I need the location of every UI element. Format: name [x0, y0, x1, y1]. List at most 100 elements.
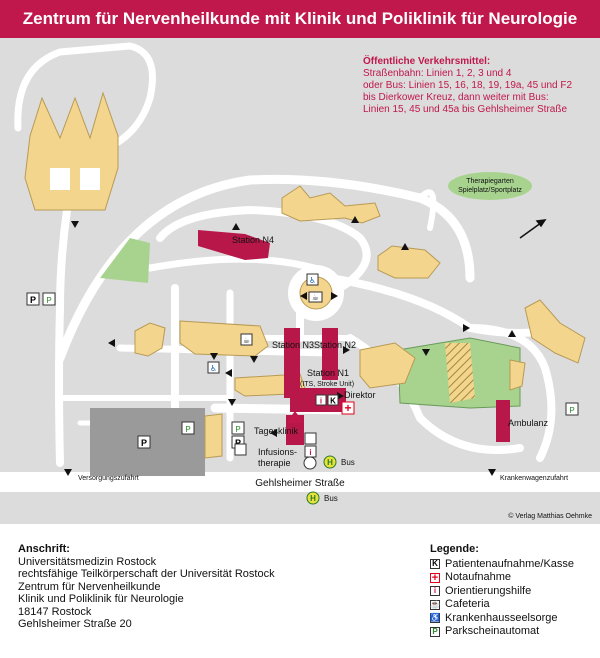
parking-ticket-icon: P: [430, 626, 440, 637]
station-n2-building[interactable]: [322, 328, 338, 380]
parking-ticket-icon: [42, 292, 56, 306]
copyright: © Verlag Matthias Oehmke: [508, 512, 592, 520]
admission-icon: [234, 443, 247, 456]
svg-text:K: K: [330, 397, 336, 406]
arrow-icon: [351, 216, 359, 223]
arrow-icon: [463, 324, 470, 332]
hatched-area: [445, 343, 475, 403]
arrow-icon: [401, 243, 409, 250]
arrow-icon: [225, 369, 232, 377]
page-title: Zentrum für Nervenheilkunde mit Klinik u…: [22, 9, 578, 28]
legend-item: ☕ Cafeteria: [430, 598, 595, 612]
label-station-n3: Station N3: [272, 340, 314, 350]
label-therapiegarten-1: Therapiegarten: [466, 178, 514, 185]
svg-text:P: P: [141, 438, 147, 448]
courtyard-1: [50, 168, 70, 190]
legend-label: Notaufnahme: [445, 571, 512, 583]
facility-icons: ♿ ☕ ☕ ♿ i K + i: [207, 273, 355, 470]
transit-line: Straßenbahn: Linien 1, 2, 3 und 4: [363, 68, 512, 79]
emergency-cross-icon: [341, 401, 355, 415]
cafe-icon: [308, 291, 323, 303]
courtyard-2: [80, 168, 100, 190]
pastoral-care-icon: ♿: [430, 613, 440, 624]
therapy-garden[interactable]: [448, 172, 532, 200]
header-bar: Zentrum für Nervenheilkunde mit Klinik u…: [0, 0, 600, 38]
station-n4-building[interactable]: [198, 230, 270, 260]
building-east[interactable]: [524, 299, 586, 364]
legend-label: Cafeteria: [445, 598, 490, 610]
transit-line: bis Dierkower Kreuz, dann weiter mit Bus…: [363, 92, 549, 103]
cafe-icon: [240, 333, 253, 346]
transit-info: Öffentliche Verkehrsmittel: Straßenbahn:…: [363, 56, 595, 116]
label-krankenwagenzufahrt: Krankenwagenzufahrt: [500, 475, 568, 482]
bus-stops: H Bus H Bus: [306, 455, 355, 505]
building-north-west[interactable]: [24, 91, 119, 211]
arrow-icon: [250, 356, 258, 363]
svg-text:♿: ♿: [210, 364, 217, 373]
campus-map[interactable]: P P P P P P P ♿ ☕ ☕ ♿ i K + i: [0, 38, 600, 524]
label-station-n2: Station N2: [314, 340, 356, 350]
transit-line: Linien 15, 45 und 45a bis Gehlsheimer St…: [363, 104, 568, 115]
label-station-n4: Station N4: [232, 235, 274, 245]
building-west[interactable]: [134, 322, 166, 357]
label-ambulanz: Ambulanz: [508, 418, 549, 428]
admission-icon: [327, 394, 339, 406]
compass-icon: [303, 456, 317, 470]
transit-line: oder Bus: Linien 15, 16, 18, 19, 19a, 45…: [363, 80, 573, 91]
transit-title: Öffentliche Verkehrsmittel:: [363, 56, 491, 67]
building-north-east[interactable]: [377, 245, 441, 279]
label-infusion-1: Infusions-: [258, 447, 297, 457]
building-central-east[interactable]: [359, 342, 416, 389]
svg-text:P: P: [569, 406, 574, 415]
cafe-icon: ☕: [430, 599, 440, 610]
legend-label: Parkscheinautomat: [445, 625, 540, 637]
label-street: Gehlsheimer Straße: [255, 478, 345, 489]
building-north[interactable]: [281, 185, 381, 224]
arrow-icon: [210, 353, 218, 360]
parking-signs: P P P P P P P: [26, 292, 579, 449]
legend-title: Legende:: [430, 543, 479, 555]
legend-item: i Orientierungshilfe: [430, 585, 595, 599]
address-line: Zentrum für Nervenheilkunde: [18, 580, 161, 593]
green-area-west: [100, 238, 150, 283]
parking-letter: P: [30, 295, 36, 305]
address-title: Anschrift:: [18, 543, 70, 555]
label-therapiegarten-2: Spielplatz/Sportplatz: [458, 187, 522, 194]
north-arrow-icon: [519, 219, 547, 239]
address-line: Gehlsheimer Straße 20: [18, 618, 132, 630]
map-svg: P P P P P P P ♿ ☕ ☕ ♿ i K + i: [0, 38, 600, 524]
cafe-icon: [304, 432, 317, 445]
bus-label: Bus: [324, 494, 338, 503]
bus-stop-icon: [306, 491, 320, 505]
map-labels: Station N4 Station N3 Station N2 Station…: [78, 178, 592, 520]
svg-text:+: +: [344, 401, 351, 415]
ambulanz-building[interactable]: [496, 400, 510, 442]
arrow-icon: [331, 292, 338, 300]
emergency-cross-icon: +: [430, 571, 440, 584]
parking-icon: [26, 292, 40, 306]
legend-label: Krankenhausseelsorge: [445, 611, 558, 624]
arrow-icon: [108, 339, 115, 347]
info-icon: i: [430, 586, 440, 597]
svg-text:H: H: [327, 458, 333, 467]
arrow-icon: [343, 346, 350, 354]
label-station-n1: Station N1: [307, 368, 349, 378]
legend-label: Orientierungshilfe: [445, 584, 532, 597]
svg-text:P: P: [235, 438, 241, 448]
station-n3-building[interactable]: [284, 328, 300, 398]
building-south-small[interactable]: [204, 413, 223, 459]
label-its: (ITS, Stroke Unit): [300, 381, 354, 388]
arrow-icon: [232, 223, 240, 230]
legend-item: ♿ Krankenhausseelsorge: [430, 612, 595, 626]
parking-ticket-icon: [231, 421, 245, 435]
address-line: Universitätsmedizin Rostock: [18, 555, 157, 568]
parking-ticket-icon: [565, 402, 579, 416]
building-ambulanz-wing[interactable]: [509, 359, 526, 391]
legend-item: K Patientenaufnahme/Kasse: [430, 558, 595, 572]
address-line: 18147 Rostock: [18, 605, 92, 618]
address-line: Klinik und Poliklinik für Neurologie: [18, 593, 184, 605]
building-central-west[interactable]: [179, 320, 269, 357]
svg-text:☕: ☕: [243, 336, 250, 345]
bus-stop-icon: [323, 455, 337, 469]
arrow-icon: [508, 330, 516, 337]
